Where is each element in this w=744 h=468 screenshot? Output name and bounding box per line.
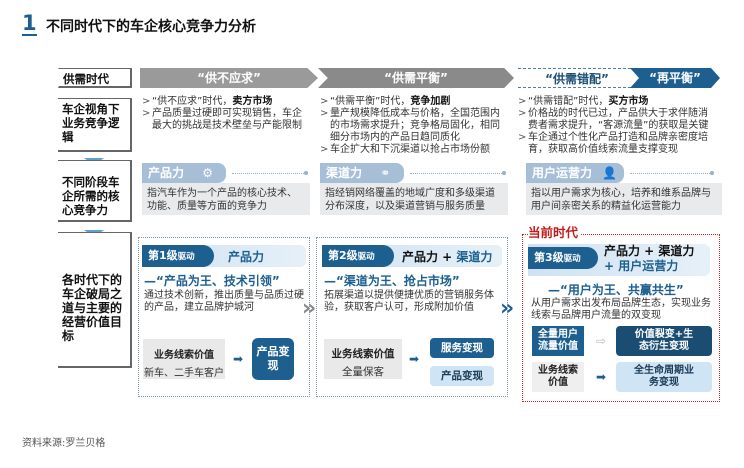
arrow-right-icon: ➡	[409, 352, 420, 366]
level-3-pair-2-left: 业务线索价值	[532, 362, 584, 392]
level-2-outcome-service: 服务变现	[430, 338, 494, 358]
level-1-value-box: 业务线索价值 新车、二手车客户	[143, 339, 225, 379]
level-2-tag: 第2级驱动	[322, 245, 394, 267]
capability-channel-desc: 指经销网络覆盖的地域广度和多级渠道分布深度，以及渠道营销与服务质量	[320, 183, 508, 215]
current-era-label: 当前时代	[528, 222, 582, 241]
level-1-slogan: —“产品为王、技术引领”	[144, 274, 280, 288]
network-icon: ⚭	[380, 166, 391, 180]
chevron-right-icon: »	[302, 296, 317, 321]
level-3-desc: 从用户需求出发布局品牌生态，实现业务线索与品牌用户流量的双变现	[531, 298, 711, 321]
logic-column-2: “供需平衡”时代，竞争加剧 量产规模降低成本与价格，全国范围内的市场需求提升；竞…	[318, 96, 508, 156]
level-1-outcome: 产品变现	[252, 338, 294, 380]
logic-column-1: “供不应求”时代，卖方市场 产品质量过硬即可实现销售，车企最大的挑战是技术壁垒与…	[140, 96, 310, 132]
level-2-desc: 拓展渠道以提供便捷优质的营销服务体验，获取客户认可，形成附加价值	[324, 290, 494, 313]
capability-channel: 渠道力 ⚭	[320, 163, 404, 183]
row-label-value: 各时代下的车企破局之道与主要的经营价值目标	[58, 232, 132, 368]
era-supply-balance: “供需平衡”	[318, 68, 514, 88]
arrow-right-icon: ➡	[233, 352, 244, 366]
era-supply-mismatch: “供需错配”	[518, 68, 636, 88]
level-2-outcome-product: 产品变现	[430, 366, 494, 386]
row-label-logic: 车企视角下业务竞争逻辑	[58, 98, 132, 152]
capability-user-ops: 用户运营力 👤+	[526, 163, 624, 200]
capability-user-ops-desc: 指以用户需求为核心，培养和维系品牌与用户间亲密关系的精益化运营能力	[526, 183, 722, 215]
level-3-panel	[522, 234, 720, 402]
level-3-tag: 第3级驱动	[528, 247, 598, 269]
capability-product: 产品力 ⚙	[142, 163, 226, 183]
capability-product-desc: 指汽车作为一个产品的核心技术、功能、质量等方面的竞争力	[142, 183, 310, 215]
logic-column-3: “供需错配”时代，买方市场 价格战的时代已过，产品供大于求伴随消费者需求提升，“…	[516, 96, 716, 156]
row-label-capability: 不同阶段车企所需的核心竞争力	[58, 160, 132, 222]
level-3-pair-1-left: 全量用户流量价值	[532, 326, 584, 356]
arrow-right-icon: ➡	[596, 370, 607, 384]
section-number: 1	[22, 11, 37, 36]
level-3-pair-1-right: 价值裂变+生态衍生变现	[616, 326, 712, 356]
outline-arrow-right-icon: ⇨	[596, 334, 607, 348]
level-1-power: 产品力	[228, 250, 265, 264]
era-supply-shortage: “供不应求”	[140, 68, 318, 88]
level-1-desc: 通过技术创新，推出质量与品质过硬的产品，建立品牌护城河	[144, 290, 304, 313]
page-title: 不同时代下的车企核心竞争力分析	[46, 19, 256, 35]
level-2-panel	[316, 237, 508, 397]
level-1-tag: 第1级驱动	[142, 245, 214, 267]
gear-icon: ⚙	[202, 166, 213, 180]
source-note: 资料来源:罗兰贝格	[22, 438, 106, 449]
level-2-slogan: —“渠道为王、抢占市场”	[324, 274, 460, 288]
level-3-pair-2-right: 全生命周期业务变现	[616, 362, 712, 392]
level-1-panel	[138, 237, 310, 397]
level-2-value-box: 业务线索价值 全量保客	[324, 339, 402, 379]
row-label-era: 供需时代	[58, 68, 132, 88]
level-3-slogan: —“用户为王、共赢共生”	[548, 283, 684, 297]
level-3-power: 产品力 + 渠道力 + 用户运营力	[604, 244, 695, 273]
era-rebalance: “再平衡”	[630, 68, 720, 88]
level-2-power: 产品力 + 渠道力	[402, 250, 493, 264]
